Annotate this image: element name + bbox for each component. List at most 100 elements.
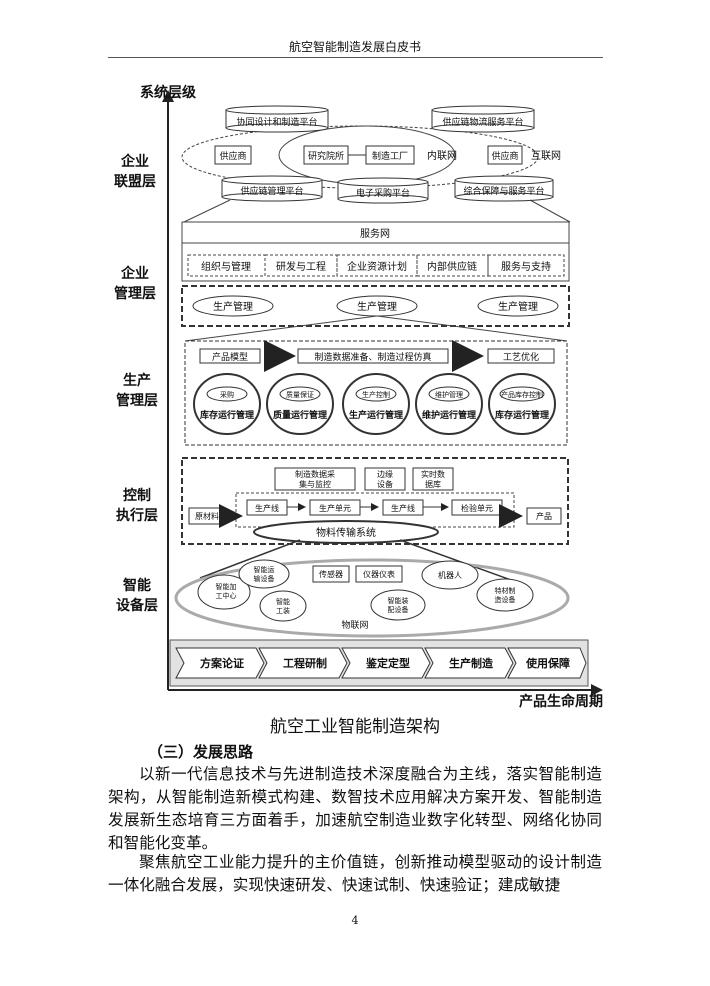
data-collect-box [274,467,356,491]
logistics-platform-cylinder [431,105,535,133]
page-number: 4 [351,914,359,927]
tooling-label-2: 工装 [276,606,290,615]
ops-circle-1 [266,373,334,435]
ops-circle-3 [415,373,483,435]
support-platform-cylinder [454,175,554,202]
machining-label-1: 智能加 [216,582,237,591]
institute-label: 研究院所 [308,150,344,162]
service-net-bar [181,221,570,244]
conveyor-ellipse [253,520,439,544]
lifecycle-stage-4 [507,647,587,679]
control-frame [181,457,569,545]
collab-platform-label: 协同设计和制造平台 [236,116,317,128]
mgmt-item-4 [487,254,565,277]
prod-mgmt-0-label: 生产管理 [213,300,253,313]
lifecycle-stage-1-label: 工程研制 [283,656,327,670]
special-label-1: 特材制 [495,586,516,595]
factory-box [365,145,415,165]
product-box [526,507,562,525]
procurement-platform-label: 电子采购平台 [356,187,410,199]
lifecycle-stage-2-label: 鉴定定型 [365,656,410,670]
factory-label: 制造工厂 [372,150,408,162]
support-platform-label: 综合保障与服务平台 [463,185,544,197]
mgmt-item-3 [416,254,489,277]
ops-circle-3-big: 维护运行管理 [422,409,476,421]
transport-label-2: 输设备 [254,574,275,583]
connector-right [529,199,571,223]
scm-platform-label: 供应链管理平台 [240,185,303,197]
robot-ellipse [421,560,479,590]
ops-circle-4-big: 库存运行管理 [495,409,549,421]
prod-mgmt-ellipse-0 [192,295,274,317]
instrument-box [355,565,403,583]
internet-label: 互联网 [531,150,561,162]
x-axis-label: 产品生命周期 [519,693,603,710]
product-model-box [199,348,261,364]
connector-left [183,199,231,223]
mgmt-item-2-label: 企业资源计划 [347,260,407,273]
collab-platform-cylinder [225,105,329,133]
production-frame [184,340,568,446]
lifecycle-stage-4-label: 使用保障 [525,656,570,670]
supplier-left-box [214,145,252,165]
level-control-line1: 控制 [123,487,151,504]
tooling-ellipse [259,590,307,622]
inspection-label: 检验单元 [461,503,493,513]
iot-label: 物联网 [341,619,368,631]
lifecycle-stage-3-label: 生产制造 [449,656,494,670]
data-prep-label: 制造数据准备、制造过程仿真 [314,351,431,363]
lifecycle-band: 方案论证 工程研制 鉴定定型 生产制造 使用保障 [169,639,589,687]
procurement-platform-cylinder [337,177,429,204]
level-alliance-line2: 联盟层 [114,174,156,190]
conveyor-label: 物料传输系统 [316,526,376,539]
sensor-box [312,565,350,583]
mgmt-item-1-label: 研发与工程 [276,260,326,273]
x-axis-arrow [591,684,603,696]
paragraph-1: 以新一代信息技术与先进制造技术深度融合为主线，落实智能制造架构，从智能制造新模式… [108,765,602,852]
lifecycle-stage-0-label: 方案论证 [200,656,244,670]
ops-circle-4 [488,373,556,435]
edge-label-2: 设备 [377,479,393,489]
lifecycle-stage-2 [341,647,431,679]
level-prod-line2: 管理层 [116,392,158,409]
logistics-platform-label: 供应链物流服务平台 [442,116,523,128]
scm-platform-cylinder [221,175,323,202]
line1-label: 生产线 [255,503,279,513]
product-label: 产品 [536,511,552,521]
service-net-label: 服务网 [360,227,390,240]
prod-mgmt-frame [181,285,570,327]
assembly-label-2: 配设备 [388,605,409,614]
level-prod-line1: 生产 [123,372,151,389]
robot-label: 机器人 [438,570,462,580]
data-collect-label-1: 制造数据采 [295,469,335,479]
y-axis-label: 系统层级 [140,84,197,101]
ops-circle-1-small: 质量保证 [286,390,314,399]
intranet-label: 内联网 [427,149,457,162]
prod-mgmt-2-label: 生产管理 [498,300,538,313]
level-equip-line1: 智能 [122,577,151,594]
ops-circle-2 [342,373,410,435]
raw-material-label: 原材料 [195,511,219,521]
transport-label-1: 智能运 [254,565,275,574]
rtdb-label-1: 实时数 [421,469,445,479]
machining-label-2: 工中心 [216,591,237,600]
rtdb-label-2: 据库 [425,479,441,489]
prod-mgmt-ellipse-2 [477,295,559,317]
iot-ellipse [174,558,570,638]
mgmt-item-2 [336,254,418,277]
ops-circle-2-big: 生产运行管理 [349,409,403,421]
edge-label-1: 边缘 [377,469,393,479]
data-collect-label-2: 集与监控 [299,479,331,489]
rtdb-box [412,467,454,491]
mgmt-item-3-label: 内部供应链 [427,260,477,273]
unit-label: 生产单元 [319,503,351,513]
mgmt-item-0-label: 组织与管理 [201,260,251,273]
special-ellipse [476,578,534,612]
running-header: 航空智能制造发展白皮书 [288,40,421,54]
header-rule [108,57,603,58]
connector-prod-right [376,315,568,342]
product-model-label: 产品模型 [212,351,248,363]
level-control-line2: 执行层 [116,507,158,524]
ops-circle-0-big: 库存运行管理 [200,409,254,421]
special-label-2: 造设备 [495,595,516,604]
